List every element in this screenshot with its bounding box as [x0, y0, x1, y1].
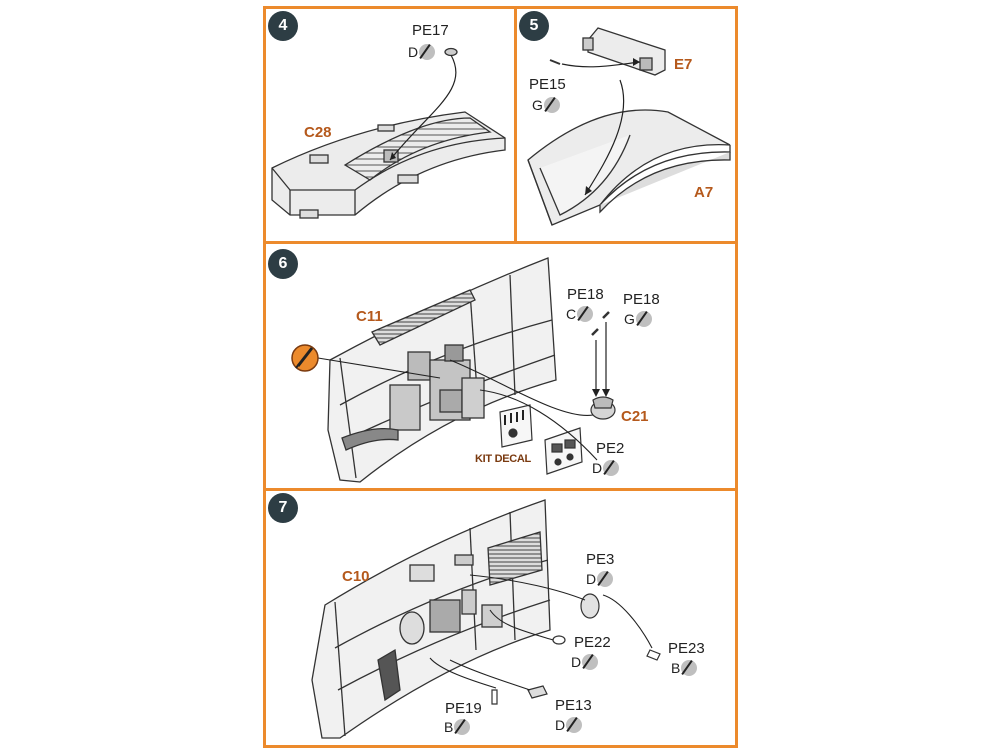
photo-etch-icon [603, 460, 620, 476]
pe19-sheet: B [444, 719, 471, 736]
step-badge-5: 5 [519, 11, 549, 41]
photo-etch-icon [577, 306, 594, 322]
step-4-panel [263, 6, 517, 244]
pe22-sheet-letter: D [571, 654, 582, 670]
c21-label: C21 [621, 408, 649, 425]
pe17-sheet: D [408, 44, 436, 61]
c10-label: C10 [342, 568, 370, 585]
pe18-g-sheet-letter: G [624, 311, 635, 327]
pe15-sheet-letter: G [532, 97, 543, 113]
step-5-panel [514, 6, 738, 244]
pe15-label: PE15 [529, 76, 566, 93]
pe3-sheet-letter: D [586, 571, 597, 587]
step-badge-6: 6 [268, 249, 298, 279]
pe3-label: PE3 [586, 551, 615, 568]
pe18-c-sheet: C [566, 306, 594, 323]
pe2-sheet: D [592, 460, 620, 477]
kit-decal-label: KIT DECAL [475, 453, 531, 465]
pe13-label: PE13 [555, 697, 592, 714]
pe18-c-sheet-letter: C [566, 306, 577, 322]
pe17-sheet-letter: D [408, 44, 419, 60]
pe19-label: PE19 [445, 700, 482, 717]
pe17-label: PE17 [412, 22, 449, 39]
pe13-sheet-letter: D [555, 717, 566, 733]
step-badge-4: 4 [268, 11, 298, 41]
photo-etch-icon [419, 44, 436, 60]
pe15-sheet: G [532, 97, 560, 114]
photo-etch-icon [543, 97, 560, 113]
pe2-label: PE2 [596, 440, 625, 457]
step-7-panel [263, 488, 738, 748]
pe18-g-label: PE18 [623, 291, 660, 308]
photo-etch-icon [582, 654, 599, 670]
pe23-label: PE23 [668, 640, 705, 657]
pe3-sheet: D [586, 571, 614, 588]
c11-label: C11 [356, 308, 383, 325]
photo-etch-icon [635, 311, 652, 327]
pe2-sheet-letter: D [592, 460, 603, 476]
photo-etch-icon [597, 571, 614, 587]
pe13-sheet: D [555, 717, 583, 734]
photo-etch-icon [681, 660, 698, 676]
pe23-sheet: B [671, 660, 698, 677]
a7-label: A7 [694, 184, 714, 201]
e7-label: E7 [674, 56, 693, 73]
pe22-sheet: D [571, 654, 599, 671]
pe18-c-label: PE18 [567, 286, 604, 303]
pe23-sheet-letter: B [671, 660, 681, 676]
c28-label: C28 [304, 124, 332, 141]
pe19-sheet-letter: B [444, 719, 454, 735]
pe18-g-sheet: G [624, 311, 652, 328]
pe22-label: PE22 [574, 634, 611, 651]
photo-etch-icon [454, 719, 471, 735]
step-badge-7: 7 [268, 493, 298, 523]
photo-etch-icon [566, 717, 583, 733]
